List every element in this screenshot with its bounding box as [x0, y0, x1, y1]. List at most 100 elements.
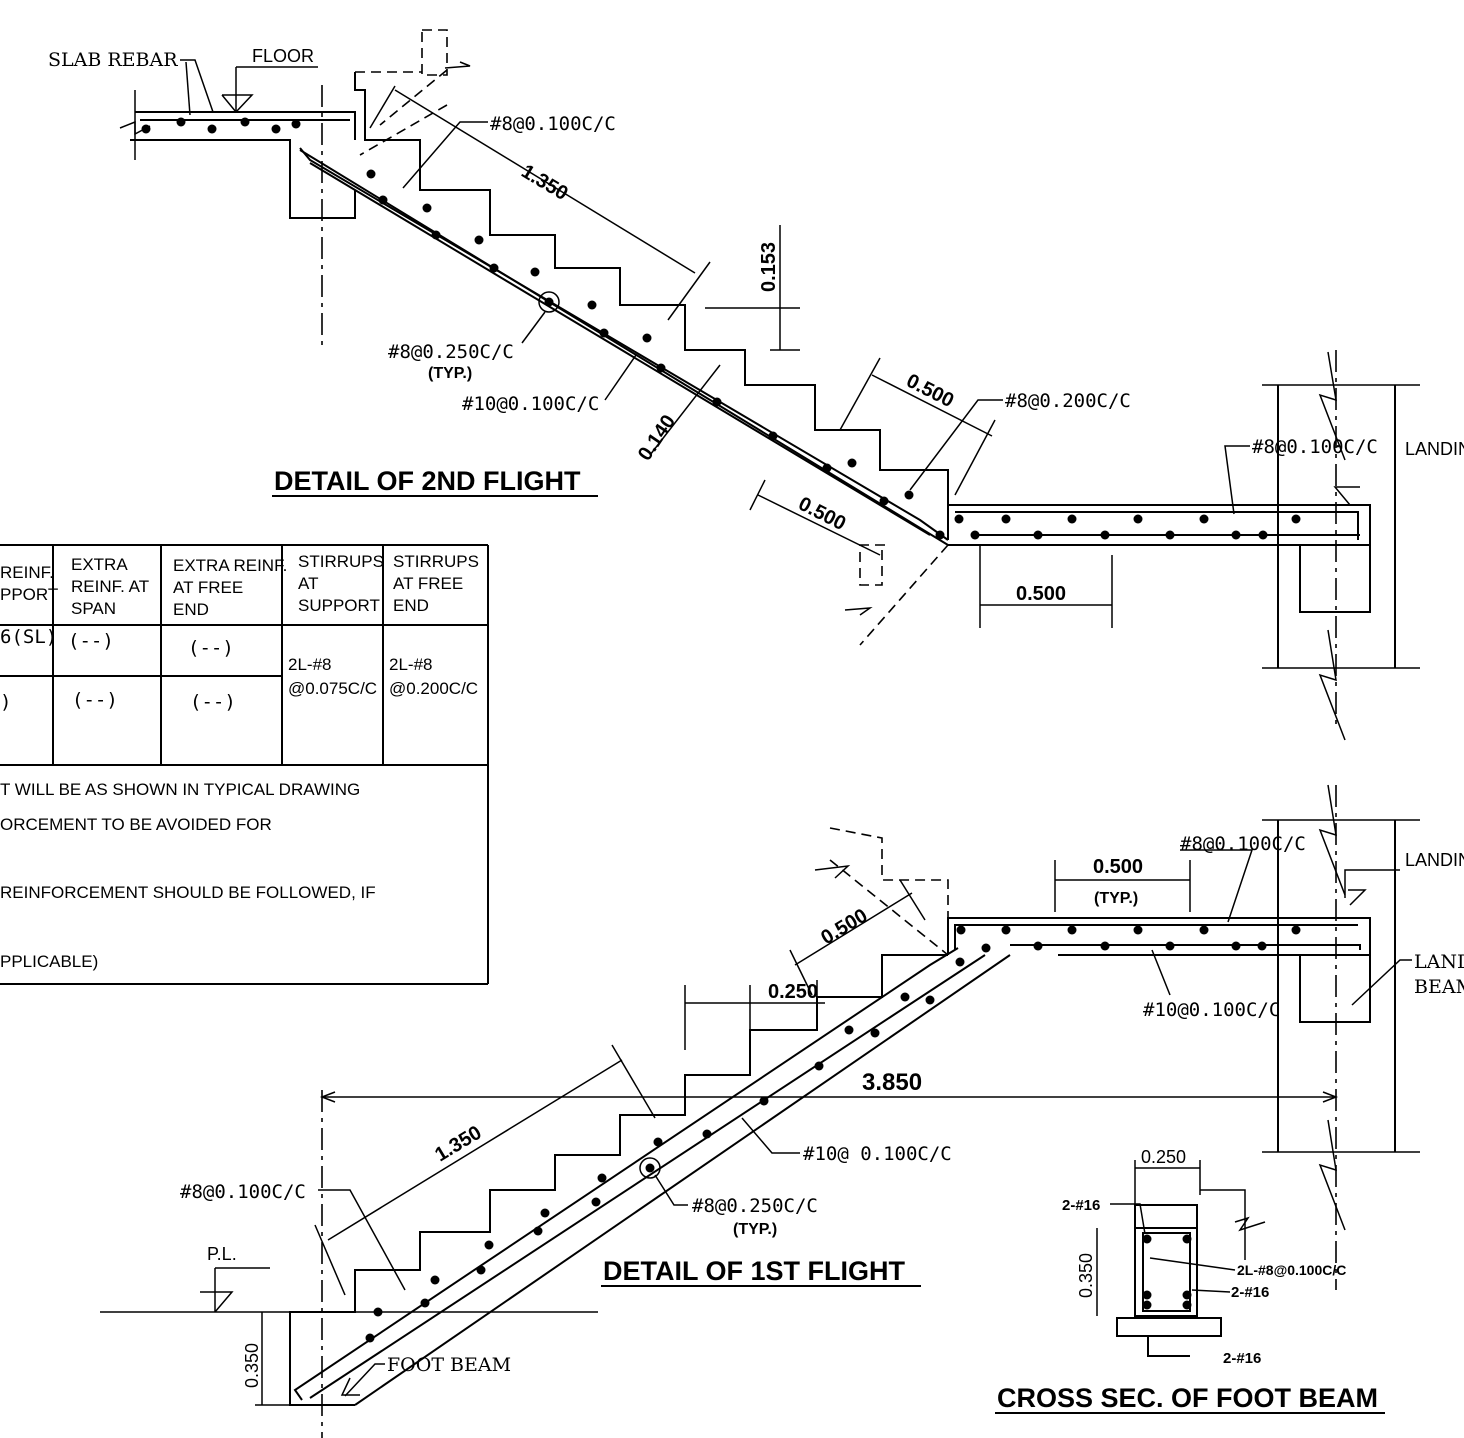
main-rebar-leader-1st [741, 1117, 800, 1154]
landing-bottom-rebar-1st [1010, 944, 1361, 950]
header-span-2: REINF. AT [71, 577, 149, 596]
dim-span-arrow-r [1322, 1091, 1339, 1103]
dim-landing-ext-2nd: 0.500 [1016, 583, 1066, 605]
note-3: REINFORCEMENT SHOULD BE FOLLOWED, IF [0, 883, 376, 902]
landing-beam-leader [1351, 959, 1412, 1006]
pl-triangle [200, 1291, 234, 1313]
beam-top-outline [1134, 1204, 1198, 1228]
foot-beam-section: 0.250 0.350 2-#16 2L-#8@0.100C/C 2-#16 2… [995, 1147, 1385, 1414]
slab-rebar-dots [141, 117, 301, 134]
section-break [1234, 1216, 1266, 1232]
typical-bar-marker [538, 291, 560, 313]
second-flight-detail: SLAB REBAR FLOOR [48, 29, 1464, 741]
dim-slope-line [394, 89, 696, 274]
dim-section-width: 0.250 [1141, 1147, 1186, 1167]
dim-landing-ext-1st: 0.500 [1093, 856, 1143, 878]
landing-top-rebar-label-1st: #8@0.100C/C [1180, 833, 1306, 855]
mid-bars-label: 2-#16 [1231, 1284, 1269, 1301]
upper-dashed-wall [421, 29, 448, 76]
header-free-end-2: AT FREE [173, 578, 243, 597]
header-free-end-1: EXTRA REINF. [173, 556, 287, 575]
dist-rebar-leader [521, 311, 546, 344]
header-stirrups-support-2: AT [298, 574, 318, 593]
header-stirrups-free-1: STIRRUPS [393, 552, 479, 571]
note-1: T WILL BE AS SHOWN IN TYPICAL DRAWING [0, 780, 360, 799]
flight-2-top-rebar [299, 147, 949, 541]
floor-slab-top [135, 111, 356, 140]
floor-label: FLOOR [252, 46, 314, 66]
wall-break-bottom-2nd [1318, 629, 1346, 741]
landing-level-1st [1344, 869, 1400, 898]
landing-bottom-leader-1st [1151, 949, 1171, 996]
landing-bars-2nd [970, 514, 1301, 540]
header-free-end-3: END [173, 600, 209, 619]
row1-span: (--) [68, 630, 114, 652]
upper-dashed-slope-1st [829, 859, 949, 956]
dim-thickness: 0.140 [634, 411, 680, 465]
dim-slope-ext-1 [369, 85, 396, 129]
beam-base [1116, 1317, 1222, 1337]
flight-2-steps [354, 72, 949, 540]
header-reinf-support-2: PPORT [0, 585, 58, 604]
dim-span-arrow-l [319, 1091, 336, 1103]
flight-2-bottom-rebar [309, 162, 931, 536]
slab-above-outline [1200, 1189, 1246, 1260]
stirrups-support-2: @0.075C/C [288, 679, 377, 698]
slab-rebar-leader-2 [185, 61, 191, 116]
foot-beam-leader [344, 1363, 385, 1397]
header-stirrups-support-3: SUPPORT [298, 596, 380, 615]
dim-top-ext-line-1st [794, 892, 913, 966]
dim-section-depth: 0.350 [1076, 1253, 1096, 1298]
flight-1-steps [289, 954, 948, 1406]
main-rebar-leader [604, 354, 637, 401]
dim-slope-2nd: 1.350 [517, 160, 571, 205]
dist-rebar-leader-1st [654, 1174, 688, 1206]
lower-dashed-slope [859, 544, 949, 646]
dim-top-ext-1st: 0.500 [817, 905, 871, 950]
header-reinf-support-1: REINF. [0, 563, 54, 582]
dim-slope-e1-1st [314, 1224, 346, 1296]
typ-label-2nd: (TYP.) [428, 365, 472, 382]
pl-label: P.L. [207, 1244, 237, 1264]
section-bars [1142, 1234, 1192, 1310]
ext-rebar-label-2nd: #8@0.200C/C [1005, 390, 1131, 412]
header-stirrups-support-1: STIRRUPS [298, 552, 384, 571]
header-span-3: SPAN [71, 599, 116, 618]
dim-tread: 0.250 [768, 981, 818, 1003]
landing-top-rebar-2nd [955, 511, 1359, 540]
landing-top-rebar-leader-1st [1180, 849, 1254, 923]
stirrups-free-1: 2L-#8 [389, 655, 432, 674]
landing-bars-1st [956, 925, 1301, 953]
dim-beam-depth: 0.350 [242, 1343, 262, 1388]
flight-1-top-rebar [293, 947, 959, 1401]
stirrup [1142, 1232, 1191, 1312]
upper-dashed-1st [829, 827, 949, 955]
stirrups-free-2: @0.200C/C [389, 679, 478, 698]
wall-break-bottom-1st [1318, 1119, 1346, 1231]
typ-landing-1st: (TYP.) [1094, 890, 1138, 907]
landing-bottom-rebar-label-1st: #10@0.100C/C [1143, 999, 1280, 1021]
dim-bottom-ext-e1 [749, 479, 766, 511]
dim-slope-e2-1st [611, 1044, 656, 1119]
dim-bottom-ext-2nd: 0.500 [795, 493, 850, 535]
dim-top-ext-e2 [954, 419, 996, 496]
stirrup-label: 2L-#8@0.100C/C [1237, 1262, 1346, 1278]
dashed-slope-2 [359, 104, 448, 156]
dim-span: 3.850 [862, 1069, 922, 1096]
landing-beam-2nd [1299, 545, 1371, 613]
flight-2-distribution-bars [366, 169, 964, 540]
header-stirrups-free-2: AT FREE [393, 574, 463, 593]
landing-label-1st: LANDIN [1405, 850, 1464, 870]
title-2nd-flight: DETAIL OF 2ND FLIGHT [274, 466, 581, 496]
landing-rebar-label-2nd: #8@0.100C/C [1252, 436, 1378, 458]
landing-beam-label-1: LAND [1414, 951, 1464, 973]
wall-break-top-2nd [1318, 351, 1346, 461]
floor-level-triangle [221, 94, 254, 114]
bottom-bars-label: 2-#16 [1223, 1350, 1261, 1367]
lower-break [844, 607, 873, 616]
header-span-1: EXTRA [71, 555, 128, 574]
foot-beam-label: FOOT BEAM [387, 1354, 511, 1376]
dim-top-ext-e2-1st [899, 879, 926, 921]
